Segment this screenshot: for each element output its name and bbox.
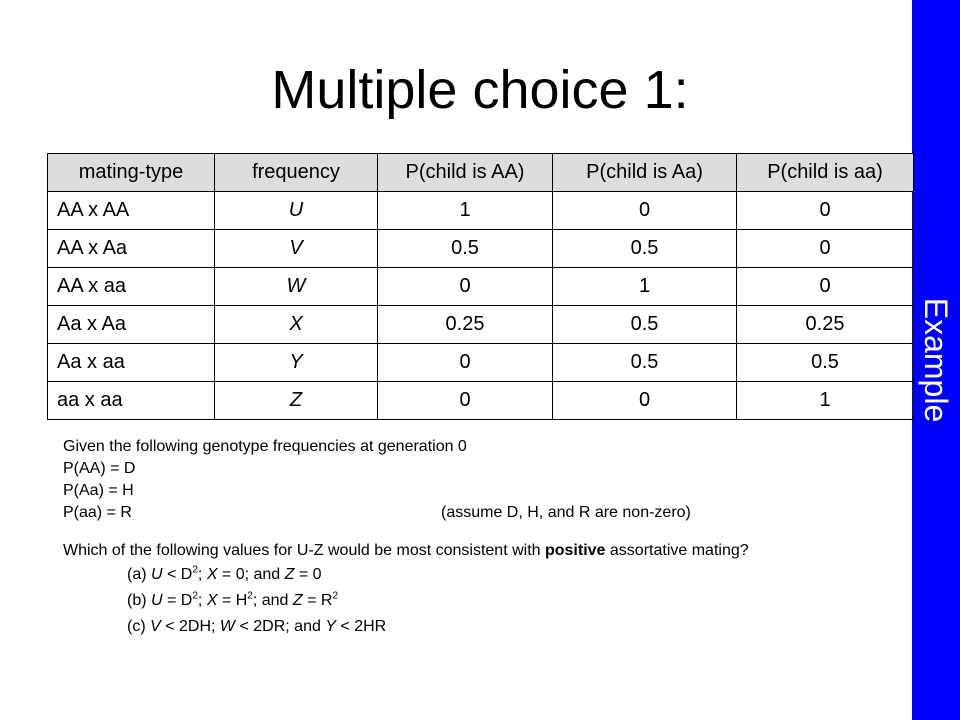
option-b-sep-1: ;: [197, 592, 207, 609]
option-a-var-u: U: [151, 566, 163, 583]
cell-p-child-Aa: 0.5: [552, 305, 737, 344]
option-b-exp-2: 2: [247, 590, 253, 602]
option-b-var-x: X: [206, 592, 218, 609]
option-c-var-w: W: [219, 618, 236, 635]
option-a-var-z: Z: [284, 566, 295, 583]
option-a-sep-1: ;: [197, 566, 207, 583]
table-row: AA x aa W 0 1 0: [47, 267, 914, 306]
question-text: Which of the following values for U-Z wo…: [63, 542, 903, 560]
option-b-label: (b): [127, 592, 151, 609]
option-c-var-v: V: [150, 618, 161, 635]
problem-text: Given the following genotype frequencies…: [63, 436, 903, 640]
cell-p-child-aa: 0.25: [736, 305, 914, 344]
option-b-text-3: = R: [302, 592, 333, 609]
option-c-text-1: < 2DH;: [160, 618, 220, 635]
option-a: (a) U < D2; X = 0; and Z = 0: [63, 562, 903, 588]
cell-p-child-aa: 1: [736, 381, 914, 420]
option-b-text-2: = H: [217, 592, 248, 609]
cell-p-child-AA: 0.25: [377, 305, 553, 344]
cell-p-child-aa: 0: [736, 191, 914, 230]
option-c-var-y: Y: [325, 618, 336, 635]
option-a-text-1: < D: [162, 566, 193, 583]
question-text-start: Which of the following values for U-Z wo…: [63, 542, 545, 559]
sidebar-label: Example: [918, 297, 954, 423]
cell-p-child-AA: 0: [377, 267, 553, 306]
cell-p-child-aa: 0: [736, 229, 914, 268]
cell-p-child-Aa: 0.5: [552, 229, 737, 268]
cell-p-child-AA: 1: [377, 191, 553, 230]
cell-p-child-aa: 0.5: [736, 343, 914, 382]
cell-mating-type: AA x Aa: [47, 229, 215, 268]
header-p-aa-lower: P(child is aa): [736, 153, 914, 192]
page-title: Multiple choice 1:: [271, 60, 689, 120]
option-a-label: (a): [127, 566, 151, 583]
option-c-text-2: < 2DR; and: [235, 618, 326, 635]
table-row: aa x aa Z 0 0 1: [47, 381, 914, 420]
given-p-aa-line: P(aa) = R (assume D, H, and R are non-ze…: [63, 502, 903, 524]
sidebar-bar: [912, 0, 960, 720]
cell-mating-type: AA x AA: [47, 191, 215, 230]
option-c-text-3: < 2HR: [335, 618, 387, 635]
given-p-Aa: P(Aa) = H: [63, 482, 134, 499]
cell-mating-type: AA x aa: [47, 267, 215, 306]
cell-p-child-Aa: 1: [552, 267, 737, 306]
cell-mating-type: aa x aa: [47, 381, 215, 420]
given-p-aa: P(aa) = R: [63, 504, 132, 521]
cell-mating-type: Aa x Aa: [47, 305, 215, 344]
header-frequency: frequency: [214, 153, 378, 192]
option-a-text-3: = 0: [294, 566, 322, 583]
option-b-exp-3: 2: [332, 590, 339, 602]
question-text-end: assortative mating?: [605, 542, 749, 559]
assumption-note: (assume D, H, and R are non-zero): [441, 504, 691, 521]
option-b: (b) U = D2; X = H2; and Z = R2: [63, 588, 903, 614]
header-p-aa-upper: P(child is AA): [377, 153, 553, 192]
question-emphasis: positive: [544, 542, 606, 559]
option-b-text-1: = D: [162, 592, 193, 609]
cell-frequency: U: [214, 191, 378, 230]
header-p-aa-mixed: P(child is Aa): [552, 153, 737, 192]
option-a-var-x: X: [206, 566, 218, 583]
cell-p-child-aa: 0: [736, 267, 914, 306]
option-c-label: (c): [127, 618, 151, 635]
header-mating-type: mating-type: [47, 153, 215, 192]
cell-p-child-Aa: 0.5: [552, 343, 737, 382]
cell-p-child-Aa: 0: [552, 381, 737, 420]
given-intro: Given the following genotype frequencies…: [63, 438, 467, 455]
option-b-var-u: U: [151, 592, 163, 609]
table-header-row: mating-type frequency P(child is AA) P(c…: [47, 153, 914, 192]
option-b-exp-1: 2: [192, 590, 198, 602]
option-a-exp-1: 2: [192, 564, 198, 576]
cell-frequency: Y: [214, 343, 378, 382]
cell-mating-type: Aa x aa: [47, 343, 215, 382]
option-a-text-2: = 0; and: [217, 566, 285, 583]
option-b-sep-2: ; and: [252, 592, 293, 609]
mating-table: mating-type frequency P(child is AA) P(c…: [47, 153, 914, 420]
option-b-var-z: Z: [292, 592, 303, 609]
cell-p-child-AA: 0: [377, 381, 553, 420]
cell-frequency: X: [214, 305, 378, 344]
table-row: Aa x aa Y 0 0.5 0.5: [47, 343, 914, 382]
cell-p-child-AA: 0.5: [377, 229, 553, 268]
cell-frequency: W: [214, 267, 378, 306]
given-p-AA: P(AA) = D: [63, 460, 136, 477]
cell-p-child-Aa: 0: [552, 191, 737, 230]
option-c: (c) V < 2DH; W < 2DR; and Y < 2HR: [63, 614, 903, 640]
cell-p-child-AA: 0: [377, 343, 553, 382]
table-row: Aa x Aa X 0.25 0.5 0.25: [47, 305, 914, 344]
cell-frequency: Z: [214, 381, 378, 420]
table-row: AA x AA U 1 0 0: [47, 191, 914, 230]
table-row: AA x Aa V 0.5 0.5 0: [47, 229, 914, 268]
cell-frequency: V: [214, 229, 378, 268]
